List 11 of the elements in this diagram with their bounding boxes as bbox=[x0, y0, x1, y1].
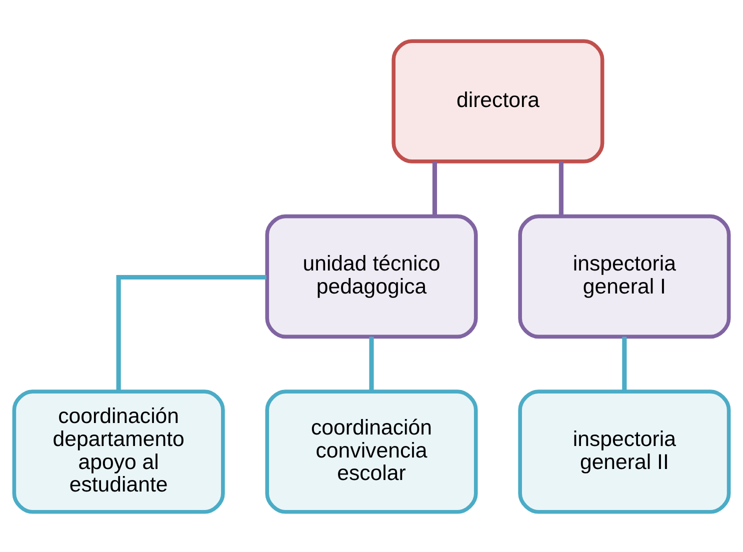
connector bbox=[432, 161, 438, 216]
node-box: inspectoria general I bbox=[518, 214, 731, 338]
connector bbox=[622, 336, 627, 391]
node-box: coordinación departamento apoyo al estudiante bbox=[12, 389, 225, 514]
node-box: inspectoria general II bbox=[518, 389, 731, 514]
connector bbox=[369, 336, 374, 391]
node-box: coordinación convivencia escolar bbox=[265, 389, 478, 514]
node-box: directora bbox=[392, 38, 604, 163]
connector bbox=[558, 161, 564, 216]
node-box: unidad técnico pedagogica bbox=[265, 214, 478, 338]
connector bbox=[116, 274, 266, 391]
